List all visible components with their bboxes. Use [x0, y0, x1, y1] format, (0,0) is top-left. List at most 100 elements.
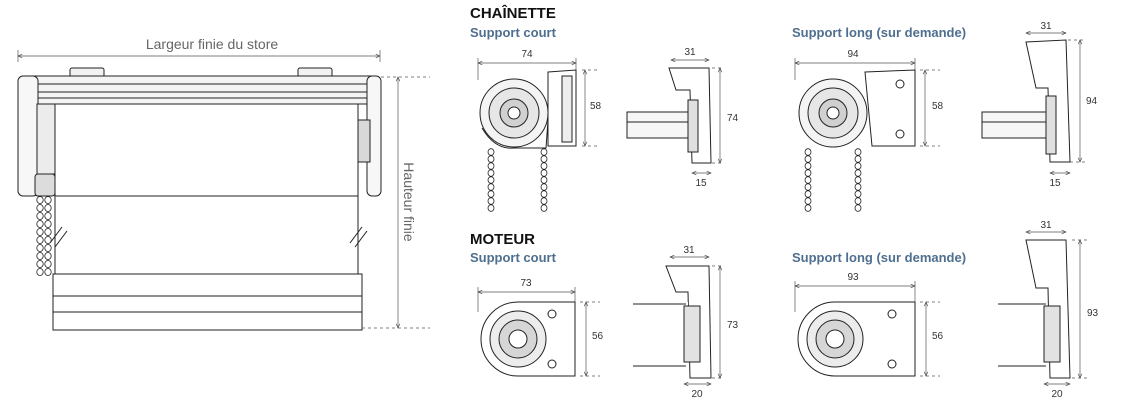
- motor-long-side-depth-dim: 31: [1040, 220, 1052, 231]
- chain-bead: [804, 190, 812, 198]
- chain-short-front-view: 74 58: [478, 49, 602, 212]
- chain-short-bracket-label: Support court: [470, 25, 557, 40]
- chain-bead: [487, 162, 495, 170]
- chain-short-side-height-dim: 74: [727, 113, 739, 124]
- chain-bead: [44, 212, 52, 220]
- motor-long-front-view: 93 56: [795, 272, 944, 376]
- chain-bead: [36, 212, 44, 220]
- chain-long-front-view: 94 58: [795, 49, 944, 212]
- motor-short-side-height-dim: 73: [727, 320, 739, 331]
- motor-short-side-view: 31 73 20: [633, 245, 739, 400]
- chain-bead: [540, 162, 548, 170]
- chain-bead: [36, 252, 44, 260]
- chain-bead: [487, 176, 495, 184]
- chain-long-bracket-label: Support long (sur demande): [792, 25, 966, 40]
- motor-long-width-dim: 93: [847, 272, 859, 283]
- chain-bead: [487, 169, 495, 177]
- chain-beads: [36, 196, 52, 276]
- chain-bead: [36, 260, 44, 268]
- chain-bead: [44, 244, 52, 252]
- chain-short-side-depth-dim: 31: [684, 47, 696, 58]
- chain-long-side-depth-dim: 31: [1040, 21, 1052, 32]
- chain-bead: [540, 169, 548, 177]
- chain-bead: [804, 197, 812, 205]
- chain-bead: [44, 228, 52, 236]
- chain-long-width-dim: 94: [847, 49, 859, 60]
- chain-bead: [487, 183, 495, 191]
- chain-bead: [854, 197, 862, 205]
- chain-long-side-bottom-dim: 15: [1049, 178, 1061, 189]
- motor-short-bracket-label: Support court: [470, 250, 557, 265]
- chain-bead: [36, 228, 44, 236]
- chain-short-width-dim: 74: [521, 49, 533, 60]
- chain-bead: [540, 148, 548, 156]
- motor-long-side-view: 31 93 20: [998, 220, 1099, 400]
- chain-short-side-bottom-dim: 15: [695, 178, 707, 189]
- chain-bead: [44, 220, 52, 228]
- chain-bead: [854, 190, 862, 198]
- chain-bead: [44, 252, 52, 260]
- chain-bead: [540, 204, 548, 212]
- chain-bead: [44, 196, 52, 204]
- chain-bead: [487, 197, 495, 205]
- chain-bead: [804, 148, 812, 156]
- chain-bead: [854, 176, 862, 184]
- chain-bead: [854, 162, 862, 170]
- chain-bead: [804, 155, 812, 163]
- chain-bead: [540, 176, 548, 184]
- chain-section-title: CHAÎNETTE: [470, 4, 556, 22]
- chain-bead: [36, 268, 44, 276]
- chain-bead: [487, 190, 495, 198]
- blind-front-view: Largeur finie du store H: [18, 36, 430, 331]
- motor-short-side-bottom-dim: 20: [691, 389, 703, 400]
- chain-bead: [44, 236, 52, 244]
- chain-long-beads: [804, 148, 862, 212]
- chain-short-side-view: 31 74 15: [626, 47, 739, 189]
- chain-bead: [44, 260, 52, 268]
- chain-bead: [540, 190, 548, 198]
- chain-bead: [854, 169, 862, 177]
- motor-short-width-dim: 73: [520, 278, 532, 289]
- chain-bead: [36, 220, 44, 228]
- chain-bead: [36, 204, 44, 212]
- motor-long-side-bottom-dim: 20: [1051, 389, 1063, 400]
- chain-bead: [487, 155, 495, 163]
- chain-bead: [804, 183, 812, 191]
- chain-bead: [854, 148, 862, 156]
- chain-long-side-view: 31 94 15: [981, 21, 1098, 189]
- chain-short-height-dim: 58: [590, 101, 602, 112]
- chain-bead: [540, 197, 548, 205]
- motor-short-front-view: 73 56: [478, 278, 604, 376]
- motor-long-side-height-dim: 93: [1087, 308, 1099, 319]
- motor-long-height-dim: 56: [932, 331, 944, 342]
- motor-short-side-depth-dim: 31: [683, 245, 695, 256]
- motor-long-bracket-label: Support long (sur demande): [792, 250, 966, 265]
- chain-long-height-dim: 58: [932, 101, 944, 112]
- chain-long-side-height-dim: 94: [1086, 96, 1098, 107]
- height-label: Hauteur finie: [401, 162, 417, 242]
- chain-short-beads: [487, 148, 548, 212]
- chain-bead: [487, 148, 495, 156]
- bottom-bar: [52, 273, 363, 331]
- chain-bead: [44, 204, 52, 212]
- chain-bead: [36, 244, 44, 252]
- chain-bead: [854, 183, 862, 191]
- chain-bead: [36, 236, 44, 244]
- motor-section-title: MOTEUR: [470, 231, 535, 248]
- chain-bead: [44, 268, 52, 276]
- chain-bead: [804, 176, 812, 184]
- chain-bead: [804, 162, 812, 170]
- chain-bead: [854, 204, 862, 212]
- motor-short-height-dim: 56: [592, 331, 604, 342]
- chain-bead: [540, 183, 548, 191]
- chain-bead: [540, 155, 548, 163]
- chain-bead: [804, 169, 812, 177]
- width-label: Largeur finie du store: [146, 36, 279, 52]
- headrail: [32, 75, 372, 105]
- chain-bead: [487, 204, 495, 212]
- chain-bead: [854, 155, 862, 163]
- chain-bead: [36, 196, 44, 204]
- chain-bead: [804, 204, 812, 212]
